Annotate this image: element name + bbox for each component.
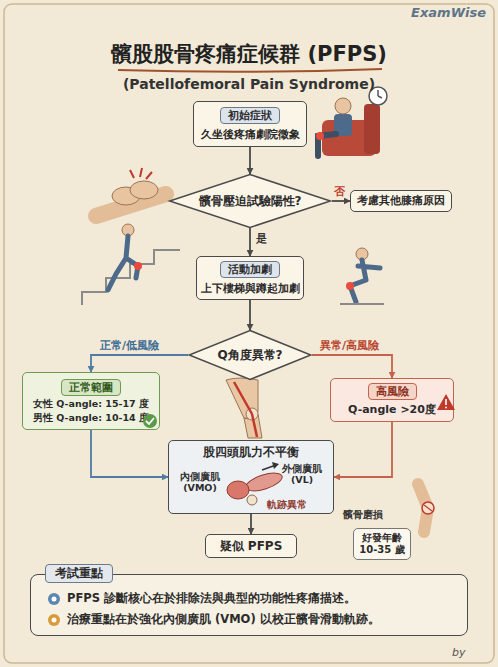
result-box: 疑似 PFPS bbox=[205, 534, 297, 558]
flow-arrow bbox=[250, 514, 252, 534]
q-angle-knee bbox=[226, 378, 262, 438]
key-points-box: 考試重點PFPS 診斷核心在於排除法與典型的功能性疼痛描述。治療重點在於強化內側… bbox=[30, 574, 468, 636]
bullet-dot-inner bbox=[52, 596, 57, 601]
bullet-dot bbox=[48, 614, 60, 626]
flow-arrow bbox=[249, 147, 251, 174]
pain-burst bbox=[130, 168, 152, 179]
track-label: 軌跡異常 bbox=[267, 499, 307, 510]
leg bbox=[96, 194, 166, 216]
q-angle-line bbox=[234, 382, 252, 414]
body bbox=[350, 260, 380, 302]
hand bbox=[130, 181, 158, 199]
head bbox=[356, 248, 368, 260]
brand-mark: ExamWise bbox=[411, 5, 486, 20]
decision-diamond: Q角度異常? bbox=[188, 330, 312, 380]
bullet-dot bbox=[48, 593, 60, 605]
flow-arrow bbox=[91, 430, 168, 477]
flow-arrow bbox=[91, 355, 188, 372]
edge-label: 是 bbox=[256, 231, 267, 246]
wear-mark bbox=[424, 505, 432, 511]
key-point: 治療重點在於強化內側廣肌 (VMO) 以校正髕骨滑動軌跡。 bbox=[67, 612, 380, 627]
head bbox=[335, 98, 351, 114]
exclusion-box: 考慮其他膝痛原因 bbox=[350, 190, 452, 212]
legs bbox=[318, 134, 336, 156]
callout-label: 髕骨磨損 bbox=[343, 508, 383, 522]
edge-label: 否 bbox=[334, 184, 345, 199]
key-point: PFPS 診斷核心在於排除法與典型的功能性疼痛描述。 bbox=[67, 591, 356, 606]
flow-arrow bbox=[334, 422, 392, 477]
age-text: 好發年齡 10-35 歲 bbox=[354, 532, 410, 556]
floor bbox=[340, 303, 384, 305]
range-text: 女性 Q-angle: 15-17 度 bbox=[33, 397, 149, 410]
flow-arrow bbox=[249, 300, 251, 330]
squatter bbox=[340, 248, 384, 304]
patella-test-hands bbox=[96, 168, 166, 216]
normal-range-box: 正常範圍女性 Q-angle: 15-17 度男性 Q-angle: 10-14… bbox=[22, 372, 160, 430]
diamond-shape bbox=[189, 331, 311, 380]
q-angle-line bbox=[252, 414, 257, 437]
box-heading: 股四頭肌力不平衡 bbox=[203, 445, 299, 460]
clock-hands bbox=[378, 90, 382, 98]
step-heading: 初始症狀 bbox=[220, 107, 280, 124]
range-text: 男性 Q-angle: 10-14 度 bbox=[33, 411, 149, 424]
decision-text: 髕骨壓迫試驗陽性? bbox=[199, 193, 302, 210]
pain-spot bbox=[346, 282, 354, 290]
step-text: 久坐後疼痛劇院徵象 bbox=[201, 128, 300, 142]
patella bbox=[422, 502, 434, 514]
diagram-title: 髕股股骨疼痛症候群 (PFPS) bbox=[0, 40, 498, 68]
step-text: 上下樓梯與蹲起加劇 bbox=[201, 282, 300, 296]
chair-back bbox=[364, 104, 380, 154]
shin bbox=[244, 414, 262, 438]
hand bbox=[112, 187, 140, 205]
stair-climber bbox=[82, 224, 180, 305]
seated-person bbox=[316, 87, 387, 156]
bullet-icon bbox=[47, 592, 61, 606]
flow-arrow bbox=[249, 228, 251, 256]
body bbox=[108, 236, 138, 290]
bullet-row: PFPS 診斷核心在於排除法與典型的功能性疼痛描述。 bbox=[47, 591, 356, 606]
subtitle: (Patellofemoral Pain Syndrome) bbox=[0, 76, 498, 92]
bullet-icon bbox=[47, 613, 61, 627]
range-heading: 正常範圍 bbox=[61, 379, 121, 396]
result-text: 疑似 PFPS bbox=[220, 538, 283, 555]
page-frame bbox=[4, 4, 494, 663]
armchair bbox=[322, 120, 376, 156]
decision-diamond: 髕骨壓迫試驗陽性? bbox=[168, 174, 332, 228]
stairs bbox=[82, 250, 180, 305]
muscle-label: 內側廣肌 (VMO) bbox=[174, 471, 226, 493]
edge-label: 正常/低風險 bbox=[100, 338, 159, 353]
pain-spot bbox=[316, 132, 324, 140]
process-box: 活動加劇上下樓梯與蹲起加劇 bbox=[196, 256, 304, 300]
age-box: 好發年齡 10-35 歲 bbox=[353, 528, 411, 560]
leg bbox=[418, 484, 428, 532]
thigh bbox=[226, 378, 258, 418]
signature: by bbox=[452, 646, 466, 659]
flow-arrow bbox=[332, 200, 350, 202]
high-risk-box: 高風險 Q-angle >20度 bbox=[330, 378, 454, 422]
step-text: Q-angle >20度 bbox=[348, 403, 436, 417]
risk-heading: 高風險 bbox=[368, 383, 417, 400]
patella bbox=[246, 408, 258, 420]
torso bbox=[334, 114, 352, 136]
flow-arrow bbox=[312, 355, 392, 378]
key-heading: 考試重點 bbox=[45, 564, 113, 583]
muscle-box: 股四頭肌力不平衡內側廣肌 (VMO) 外側廣肌 (VL) 軌跡異常 bbox=[168, 440, 334, 514]
bullet-dot-inner bbox=[52, 617, 57, 622]
node-text: 考慮其他膝痛原因 bbox=[357, 194, 445, 208]
head bbox=[122, 224, 134, 236]
start-box: 初始症狀久坐後疼痛劇院徵象 bbox=[193, 101, 307, 147]
decision-text: Q角度異常? bbox=[217, 347, 282, 364]
diamond-shape bbox=[170, 175, 331, 228]
worn-knee bbox=[418, 484, 434, 532]
edge-label: 異常/高風險 bbox=[320, 338, 379, 353]
bullet-row: 治療重點在於強化內側廣肌 (VMO) 以校正髕骨滑動軌跡。 bbox=[47, 612, 380, 627]
pain-spot bbox=[134, 262, 142, 270]
step-heading: 活動加劇 bbox=[220, 261, 280, 278]
muscle-label: 外側廣肌 (VL) bbox=[276, 463, 328, 485]
title-underline bbox=[118, 69, 382, 72]
